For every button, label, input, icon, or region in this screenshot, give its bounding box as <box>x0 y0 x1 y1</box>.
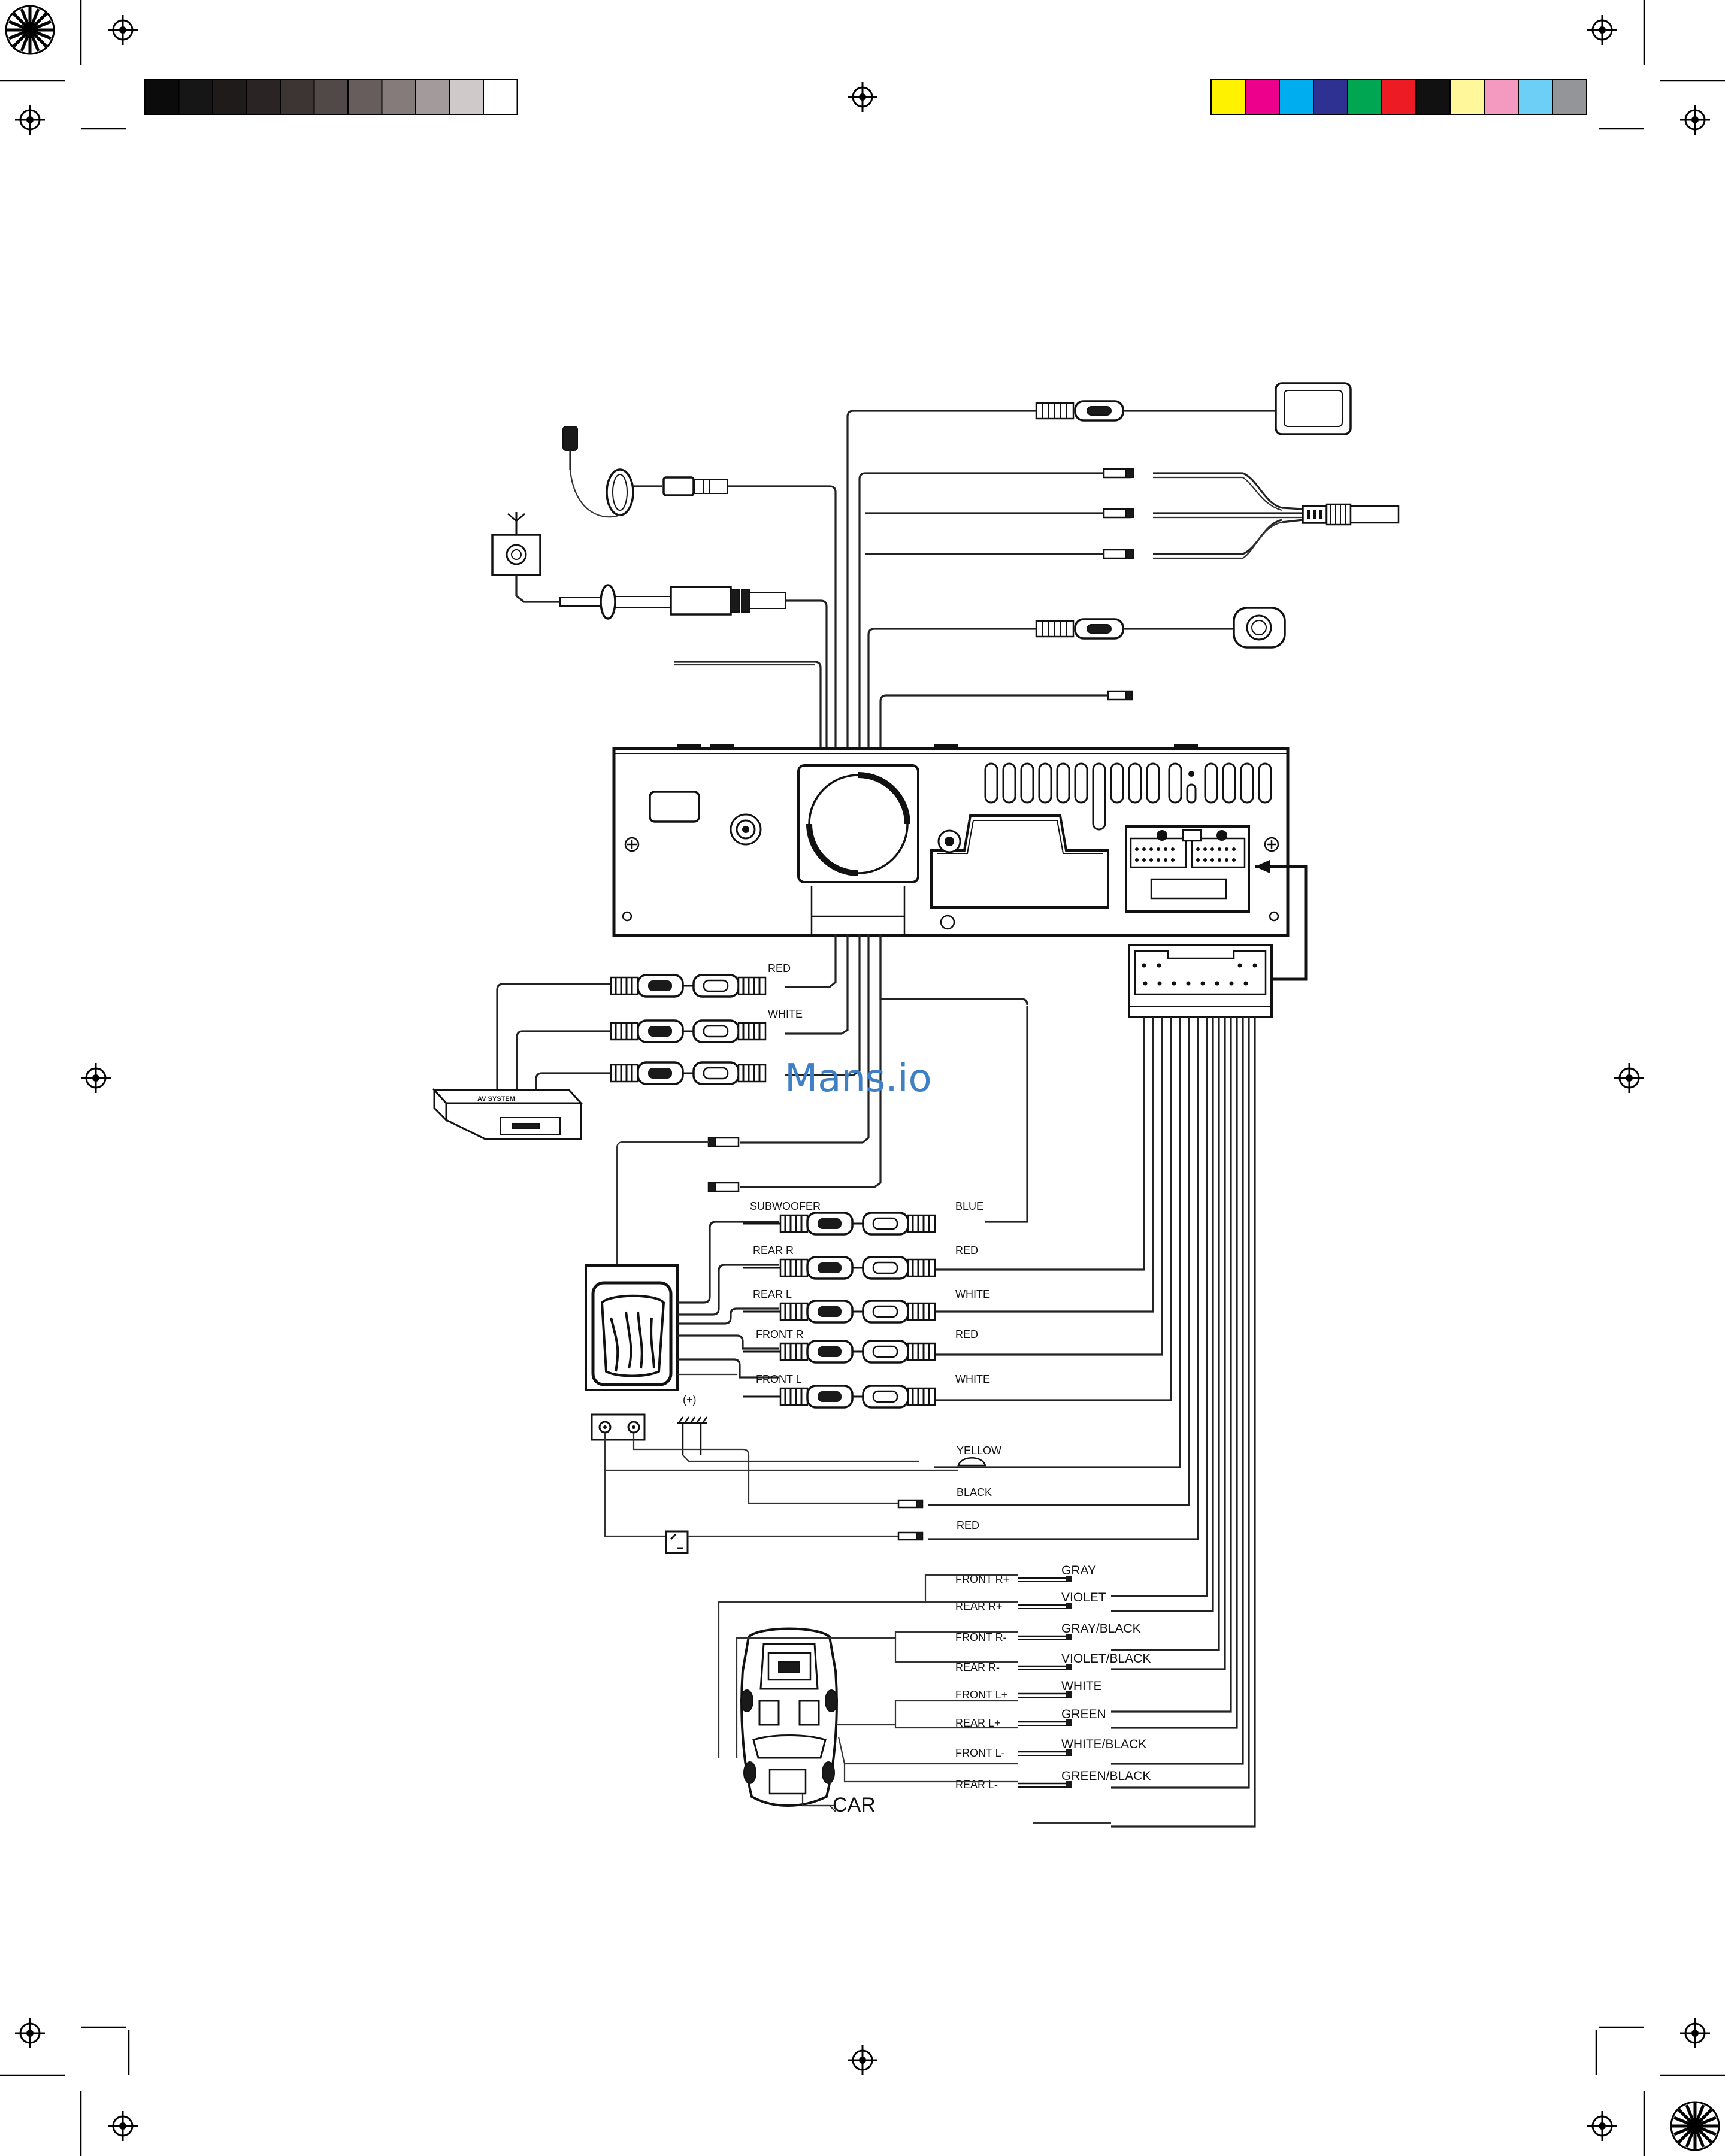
amplifier-rca-group: SUBWOOFER BLUE REAR R RED REAR L WHITE FRONT R… <box>585 934 1028 1409</box>
car-label: CAR <box>833 1794 876 1816</box>
rca-input-row <box>610 1061 767 1085</box>
speaker-channel-label: FRONT L+ <box>955 1689 1007 1701</box>
power-black-label: BLACK <box>957 1486 992 1498</box>
gray-swatch <box>212 79 247 115</box>
process-swatch <box>1449 79 1485 115</box>
speaker-channel-label: REAR R- <box>955 1661 1000 1673</box>
speaker-wire-row: REAR R- VIOLET/BLACK <box>955 1652 1151 1673</box>
car-figure <box>740 1627 838 1807</box>
process-swatch <box>1245 79 1280 115</box>
radio-antenna <box>491 512 786 620</box>
power-red-label: RED <box>957 1519 979 1531</box>
rca-input-row: RED <box>610 962 791 998</box>
rca-output-row: FRONT R RED <box>743 1328 978 1364</box>
speaker-wire-row: FRONT L- WHITE/BLACK <box>955 1737 1146 1759</box>
process-swatch <box>1313 79 1348 115</box>
rca-output-row: FRONT L WHITE <box>743 1373 990 1409</box>
process-swatch <box>1518 79 1553 115</box>
speaker-wire-row: FRONT L+ WHITE <box>955 1679 1102 1701</box>
process-color-bar <box>1210 79 1587 115</box>
power-yellow-label: YELLOW <box>957 1445 1001 1456</box>
speaker-wire-color-label: GRAY <box>1061 1564 1096 1577</box>
rca-output-channel-label: FRONT R <box>756 1328 804 1340</box>
rca-input-row: WHITE <box>610 1008 803 1043</box>
battery-polarity-label: (+) <box>683 1394 697 1406</box>
gray-swatch <box>347 79 383 115</box>
speaker-wire-color-label: VIOLET/BLACK <box>1061 1652 1151 1666</box>
rca-output-channel-label: REAR L <box>753 1288 792 1300</box>
process-swatch <box>1279 79 1314 115</box>
speaker-channel-label: FRONT L- <box>955 1747 1005 1759</box>
rca-output-channel-label: SUBWOOFER <box>750 1200 821 1212</box>
process-swatch <box>1210 79 1246 115</box>
rca-input-color-label: WHITE <box>768 1008 803 1020</box>
watermark: Mans.io <box>785 1056 932 1101</box>
rca-output-channel-label: REAR R <box>753 1244 794 1256</box>
speaker-channel-label: FRONT R- <box>955 1631 1007 1643</box>
av-system-unit: AV SYSTEM <box>432 1088 583 1140</box>
rca-output-row: SUBWOOFER BLUE <box>743 1200 983 1236</box>
registration-starburst-top-left <box>5 5 55 55</box>
speaker-wire-row: REAR R+ VIOLET <box>955 1591 1106 1612</box>
speaker-wire-color-label: GREEN/BLACK <box>1061 1769 1151 1783</box>
rca-output-channel-label: FRONT L <box>756 1373 802 1385</box>
power-section: (+) YELLOW BLACK RED <box>591 1394 1001 1554</box>
gray-swatch <box>483 79 518 115</box>
rca-output-color-label: WHITE <box>955 1288 990 1300</box>
process-swatch <box>1347 79 1382 115</box>
gray-swatch <box>144 79 180 115</box>
rca-output-color-label: BLUE <box>955 1200 983 1212</box>
gray-swatch <box>381 79 416 115</box>
process-swatch <box>1484 79 1519 115</box>
gray-swatch <box>415 79 450 115</box>
process-swatch <box>1415 79 1451 115</box>
iso-harness-connector <box>886 944 1273 1828</box>
rca-output-color-label: WHITE <box>955 1373 990 1385</box>
speaker-channel-label: REAR L+ <box>955 1717 1001 1729</box>
speaker-wire-row: FRONT R+ GRAY <box>955 1564 1096 1585</box>
main-harness-wires <box>674 410 1108 934</box>
speaker-wire-color-label: WHITE/BLACK <box>1061 1737 1146 1751</box>
speaker-channel-label: REAR R+ <box>955 1600 1003 1612</box>
speaker-wire-row: FRONT R- GRAY/BLACK <box>955 1622 1141 1643</box>
head-unit-chassis <box>612 744 1308 981</box>
rca-output-color-label: RED <box>955 1244 978 1256</box>
grayscale-color-bar <box>144 79 518 115</box>
gray-swatch <box>178 79 213 115</box>
speaker-channel-label: REAR L- <box>955 1779 998 1791</box>
rca-output-color-label: RED <box>955 1328 978 1340</box>
rca-output-row: REAR R RED <box>743 1244 978 1280</box>
microphone-accessory <box>562 426 728 518</box>
speaker-wire-row: REAR L+ GREEN <box>955 1707 1106 1729</box>
process-swatch <box>1381 79 1417 115</box>
speaker-wire-color-label: GREEN <box>1061 1707 1106 1721</box>
gray-swatch <box>246 79 281 115</box>
av-system-label: AV SYSTEM <box>477 1095 515 1103</box>
top-right-accessories <box>1035 382 1400 701</box>
rca-input-color-label: RED <box>768 962 791 974</box>
registration-starburst-bottom-right <box>1670 2101 1720 2151</box>
rca-output-row: REAR L WHITE <box>743 1288 990 1324</box>
av-input-rca-group: RED WHITE AV SYSTEM <box>432 934 861 1140</box>
speaker-wire-color-label: VIOLET <box>1061 1591 1106 1604</box>
speaker-wire-color-label: WHITE <box>1061 1679 1102 1693</box>
speaker-wire-color-label: GRAY/BLACK <box>1061 1622 1141 1636</box>
speaker-outputs: FRONT R+ GRAY REAR R+ VIOLET FRONT R- GRAY/BL… <box>718 1564 1151 1816</box>
gray-swatch <box>313 79 349 115</box>
process-swatch <box>1552 79 1587 115</box>
speaker-channel-label: FRONT R+ <box>955 1573 1009 1585</box>
gray-swatch <box>449 79 484 115</box>
gray-swatch <box>280 79 315 115</box>
